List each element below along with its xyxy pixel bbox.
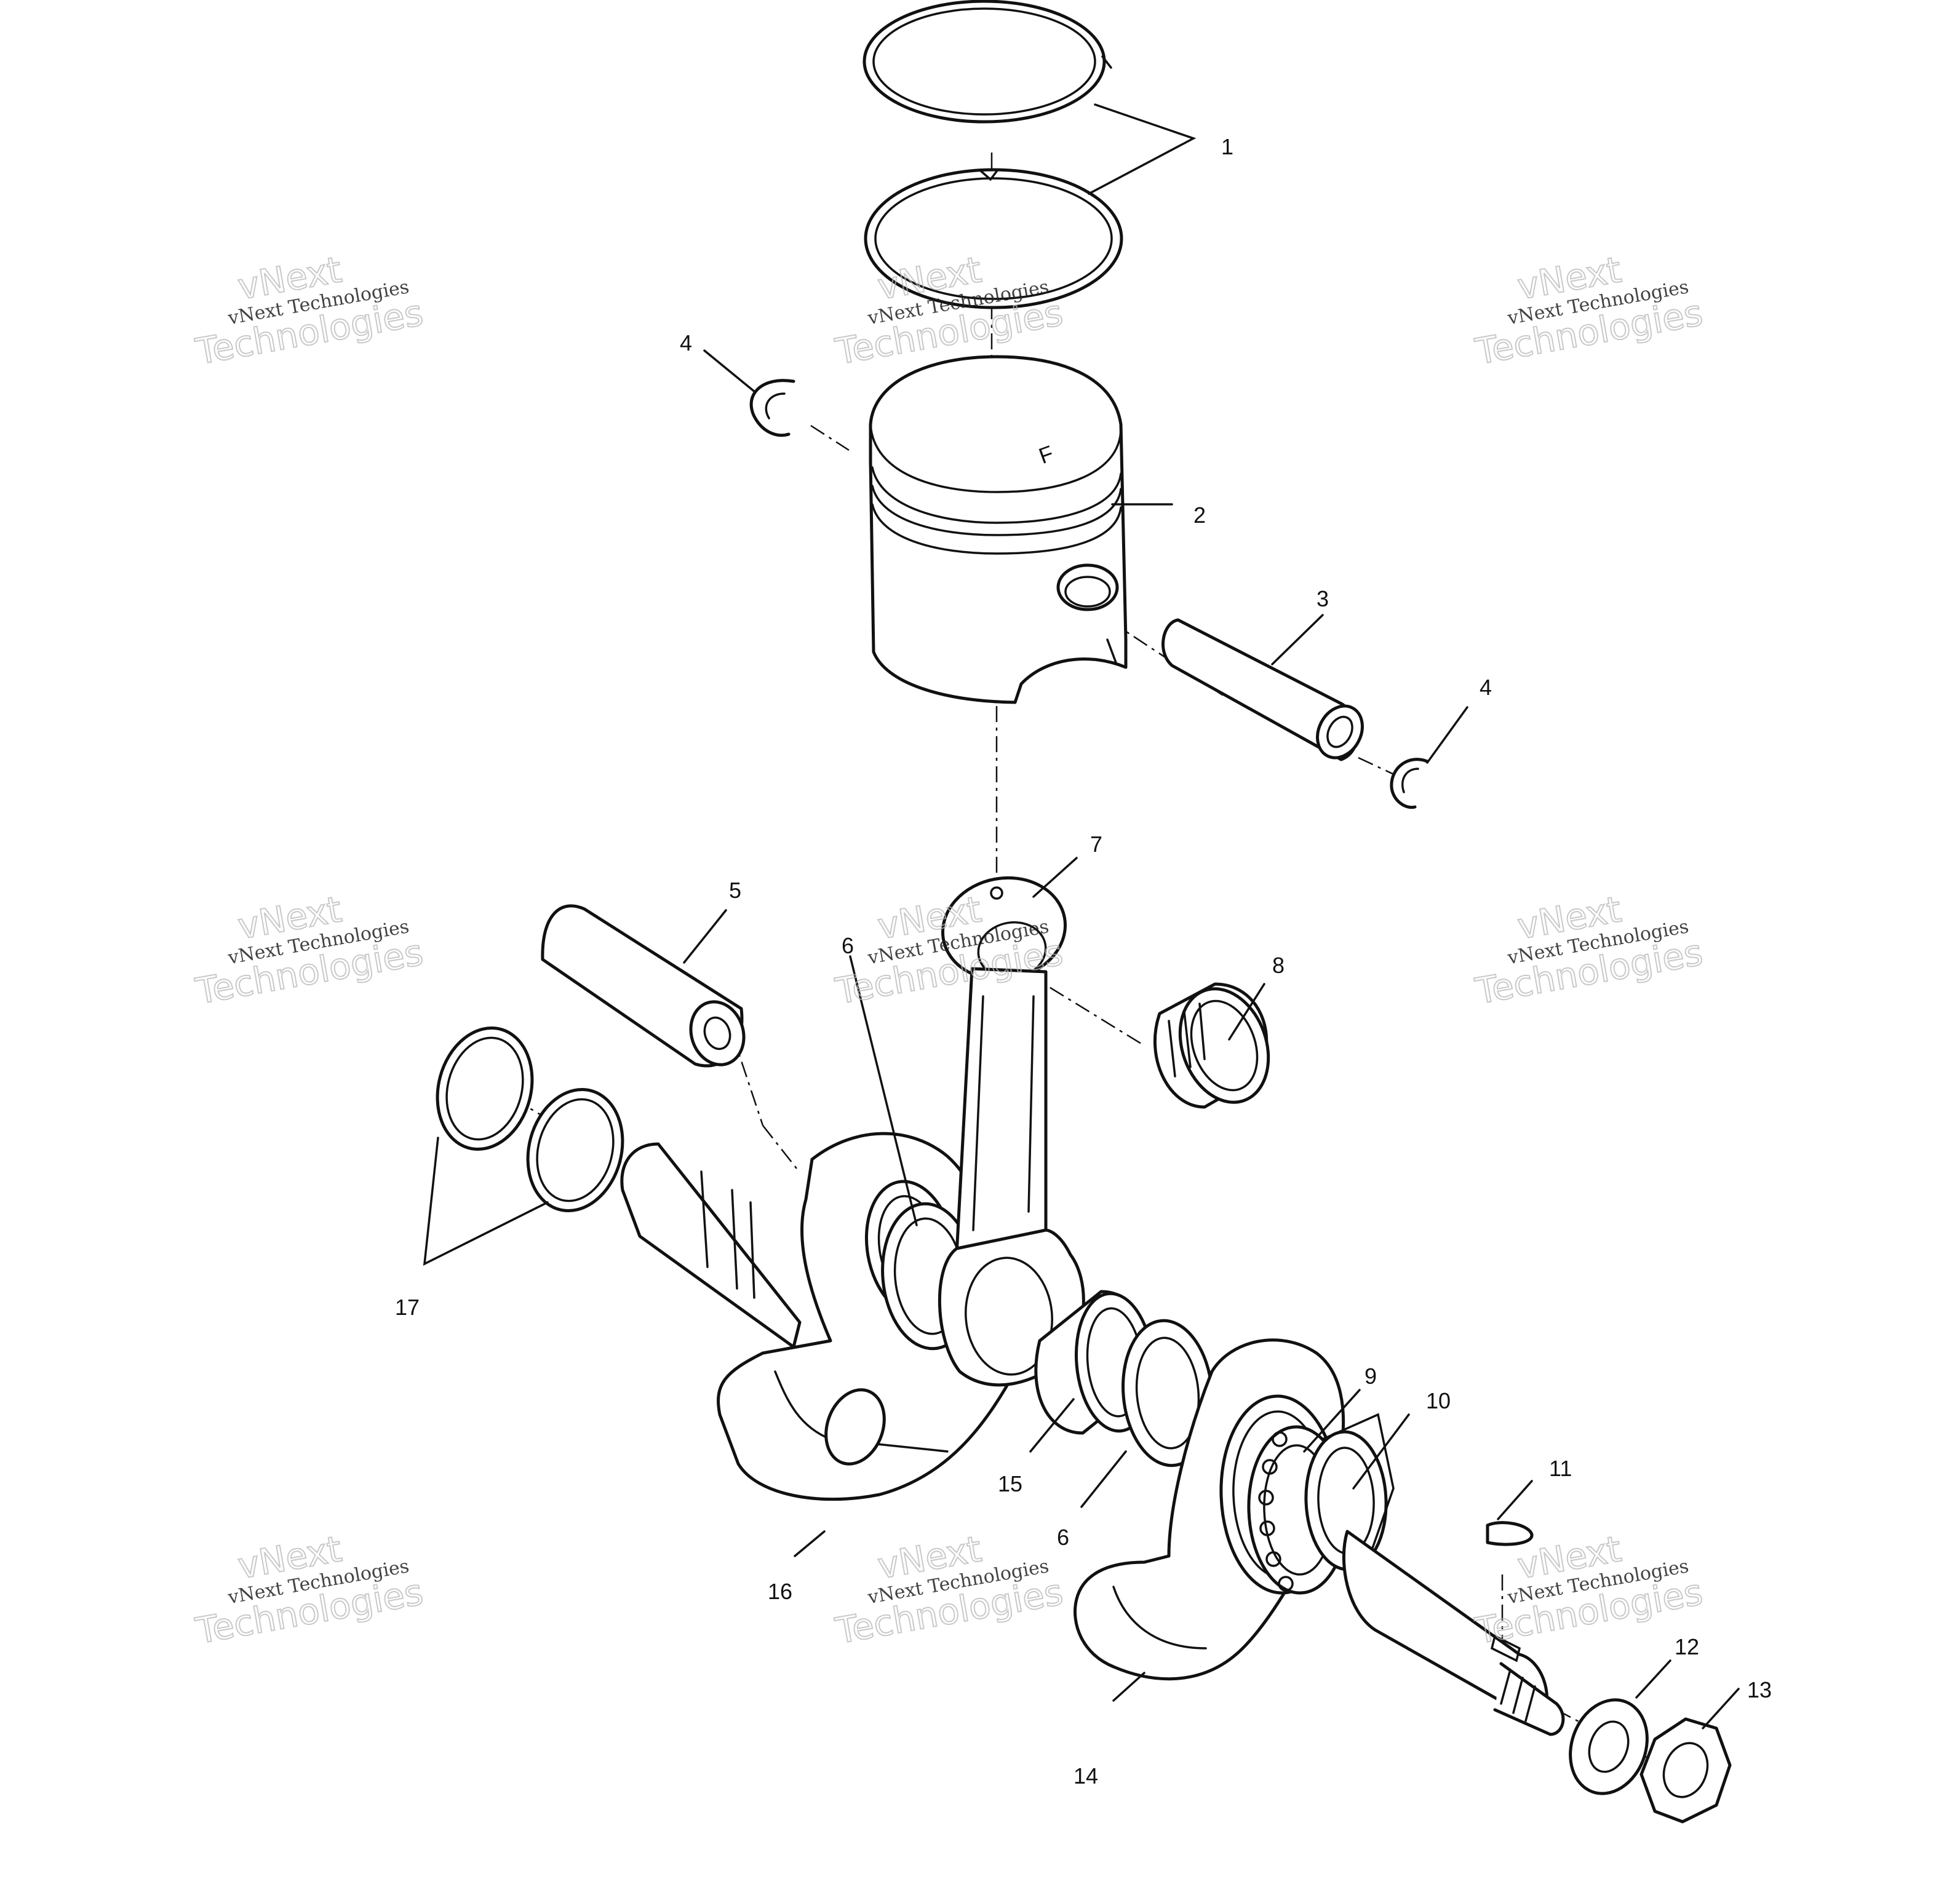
callout-15: 15 (998, 1471, 1022, 1496)
hex-nut (1639, 1717, 1732, 1824)
watermark-5: vNext vNext Technologies Technologies (832, 887, 1067, 1013)
piston: F (869, 355, 1128, 704)
watermark-3: vNext vNext Technologies Technologies (1472, 248, 1707, 373)
big-end-bearing (1034, 1290, 1155, 1435)
callout-3: 3 (1317, 586, 1329, 611)
callout-16: 16 (768, 1579, 792, 1604)
lock-washer (1569, 1698, 1649, 1795)
callout-17: 17 (395, 1295, 420, 1320)
callout-14: 14 (1074, 1763, 1098, 1789)
callout-9: 9 (1364, 1364, 1377, 1389)
callout-6-left: 6 (842, 933, 854, 958)
callout-12: 12 (1675, 1634, 1699, 1659)
circlip-right (1390, 758, 1429, 809)
woodruff-key (1486, 1521, 1534, 1546)
callout-labels: 1 2 3 4 4 5 6 6 7 8 9 10 11 12 13 14 15 … (395, 134, 1772, 1789)
callout-11: 11 (1549, 1456, 1572, 1481)
callout-13: 13 (1747, 1677, 1772, 1702)
watermark-7: vNext vNext Technologies Technologies (192, 1527, 427, 1653)
shims-17 (436, 1026, 624, 1213)
needle-bearing-small-end (1153, 982, 1270, 1109)
callout-5: 5 (729, 878, 741, 903)
piston-ring-upper (862, 0, 1112, 124)
watermark-6: vNext vNext Technologies Technologies (1472, 887, 1707, 1013)
callout-6-right: 6 (1057, 1525, 1069, 1550)
watermark-4: vNext vNext Technologies Technologies (192, 887, 427, 1013)
piston-pin (1161, 618, 1364, 761)
watermark-8: vNext vNext Technologies Technologies (832, 1527, 1067, 1653)
callout-10: 10 (1426, 1388, 1451, 1413)
callout-8: 8 (1272, 953, 1285, 978)
circlip-left (749, 379, 795, 437)
crank-pin (541, 904, 746, 1068)
callout-4-left: 4 (680, 330, 692, 355)
callout-2: 2 (1193, 502, 1206, 528)
crankshaft-tapered-end (1342, 1530, 1565, 1736)
callout-1: 1 (1221, 134, 1233, 159)
piston-ring-lower (864, 168, 1123, 309)
watermark-1: vNext vNext Technologies Technologies (192, 248, 427, 373)
callout-7: 7 (1090, 832, 1102, 857)
leader-lines (423, 103, 1740, 1729)
callout-4-right: 4 (1480, 675, 1492, 700)
